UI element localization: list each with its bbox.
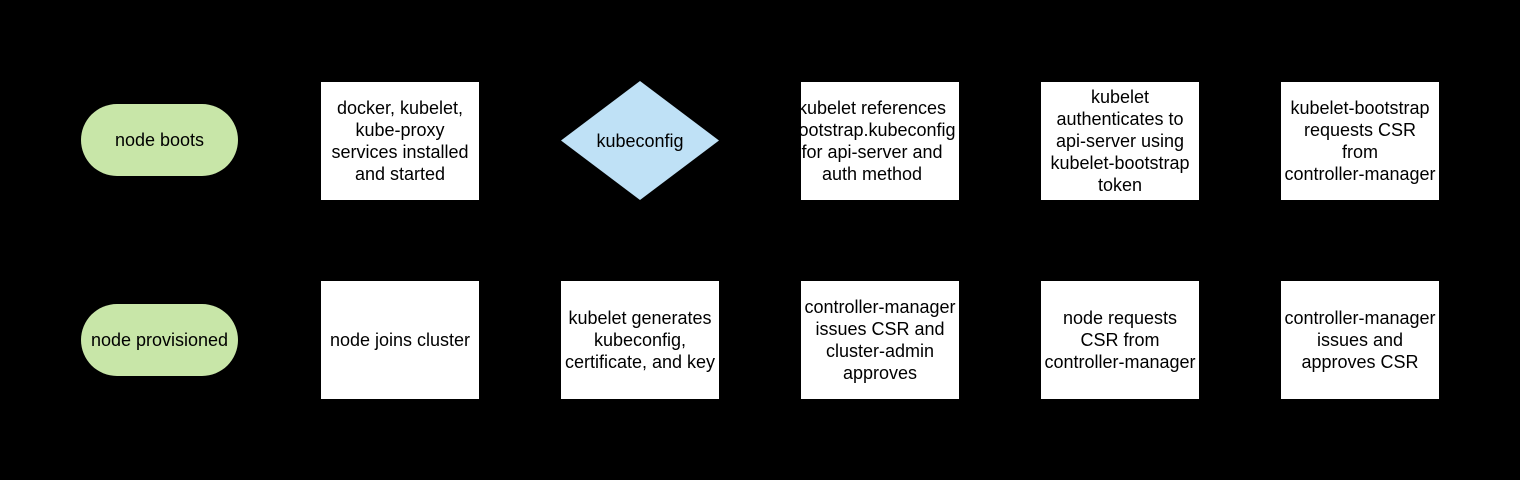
flow-node-kubelet-authenticates[interactable]: kubelet authenticates to api-server usin…: [1041, 82, 1199, 200]
flow-node-label-node-joins-cluster: node joins cluster: [329, 330, 471, 350]
flow-node-label-kubelet-bootstrap-requests-csr: kubelet-bootstrap requests CSR from cont…: [1284, 98, 1436, 184]
flow-node-label-kubelet-authenticates: kubelet authenticates to api-server usin…: [1050, 87, 1190, 195]
flow-node-label-node-provisioned: node provisioned: [90, 330, 229, 350]
flow-node-node-provisioned[interactable]: node provisioned: [81, 304, 238, 376]
flow-node-node-joins-cluster[interactable]: node joins cluster: [321, 281, 479, 399]
flow-node-label-kubelet-references-bootstrap: kubelet references bootstrap.kubeconfig …: [788, 98, 956, 184]
flow-node-services-installed[interactable]: docker, kubelet, kube-proxy services ins…: [321, 82, 479, 200]
flow-node-node-requests-csr[interactable]: node requests CSR from controller-manage…: [1041, 281, 1199, 399]
flow-node-label-controller-manager-issues-csr: controller-manager issues CSR and cluste…: [804, 297, 956, 383]
flow-node-label-node-boots: node boots: [114, 130, 205, 150]
flow-node-kubelet-generates[interactable]: kubelet generates kubeconfig, certificat…: [561, 281, 719, 399]
flow-node-kubeconfig-decision[interactable]: kubeconfig: [561, 81, 719, 200]
flow-node-kubelet-bootstrap-requests-csr[interactable]: kubelet-bootstrap requests CSR from cont…: [1281, 82, 1439, 200]
flow-node-controller-manager-issues-approves[interactable]: controller-manager issues and approves C…: [1281, 281, 1439, 399]
flow-node-label-controller-manager-issues-approves: controller-manager issues and approves C…: [1284, 308, 1436, 372]
flow-node-label-node-requests-csr: node requests CSR from controller-manage…: [1044, 308, 1196, 372]
flow-node-node-boots[interactable]: node boots: [81, 104, 238, 176]
flow-node-kubelet-references-bootstrap[interactable]: kubelet references bootstrap.kubeconfig …: [788, 82, 959, 200]
flow-node-label-kubeconfig-decision: kubeconfig: [596, 130, 684, 151]
flow-node-label-kubelet-generates: kubelet generates kubeconfig, certificat…: [564, 308, 716, 372]
flow-node-controller-manager-issues-csr[interactable]: controller-manager issues CSR and cluste…: [801, 281, 959, 399]
flow-node-label-services-installed: docker, kubelet, kube-proxy services ins…: [331, 98, 469, 184]
